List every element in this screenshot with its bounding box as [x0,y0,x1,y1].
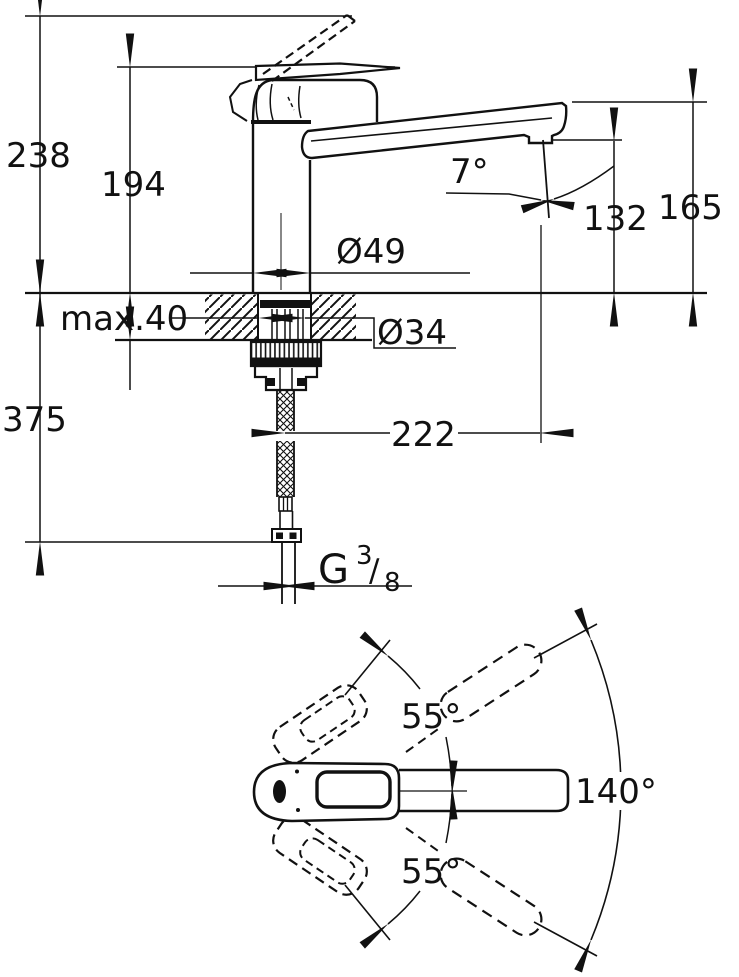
mounting-hardware [249,300,323,392]
top-view-labels: 55° 55° 140° [401,697,664,892]
spout-position-upper-dashed [439,643,543,723]
swivel-limit-lower-left [344,884,391,941]
dim-hose-drop: 375 [2,400,67,440]
arc-55-upper-a [359,631,421,690]
side-view: 238 194 max.40 375 Ø49 Ø34 132 165 7° 22… [2,0,723,604]
handle-lever-down [254,62,401,82]
arc-55-lower-b [359,890,421,949]
thread-g: G [318,547,349,593]
faucet-top-outline [252,761,570,823]
dim-outlet-height: 132 [583,199,648,239]
spout-position-lower-dashed [439,857,543,937]
handle-position-lower-dashed [272,816,368,896]
spout [300,101,568,160]
side-view-labels: 238 194 max.40 375 Ø49 Ø34 132 165 7° 22… [2,136,723,598]
spout-top-view [399,768,570,813]
dim-swivel-upper: 55° [401,697,461,737]
thread-numerator: 3 [356,541,373,571]
dim-spout-reach: 222 [391,415,456,455]
dim-swivel-total: 140° [575,772,657,812]
mounting-nut-base [253,364,319,392]
dim-body-height: 194 [101,165,166,205]
dim-line-d34-leader [271,313,456,349]
thread-slash: / [369,553,380,589]
handle-base-sketch [228,79,302,122]
faucet-side-outline [228,14,568,293]
dim-max-thickness: max.40 [60,299,188,339]
outlet-angle-arc [520,165,615,214]
dim-spout-end-height: 165 [658,188,723,228]
outlet-angle-line [542,139,550,219]
handle-lever-up-dashed [262,14,356,82]
faucet-head [251,78,379,123]
thread-size-label: G 3 / 8 [318,541,401,598]
dim-hole-diameter: Ø34 [377,313,447,353]
dimension-lines [35,0,698,591]
swivel-limit-upper-right [533,623,598,659]
worktop-hatch-left [205,294,258,340]
swivel-limit-upper-left [344,639,391,696]
worktop-section [25,291,707,342]
handle-end-detail [273,780,286,803]
swivel-limit-lower-right [533,921,598,957]
dim-body-diameter: Ø49 [336,232,406,272]
dim-overall-height: 238 [6,136,71,176]
extension-lines [25,15,707,543]
connection-pipe [281,542,296,604]
top-view: 55° 55° 140° [252,607,664,973]
arc-55-lower-a [445,760,458,844]
supply-hose [271,391,302,604]
thread-denominator: 8 [384,568,401,598]
handle-cutout [315,770,392,809]
worktop-hatch-right [312,294,356,340]
handle-position-upper-dashed [272,684,368,764]
outlet-angle-leader [445,192,575,211]
dim-outlet-angle: 7° [450,152,489,192]
dim-swivel-lower: 55° [401,852,461,892]
